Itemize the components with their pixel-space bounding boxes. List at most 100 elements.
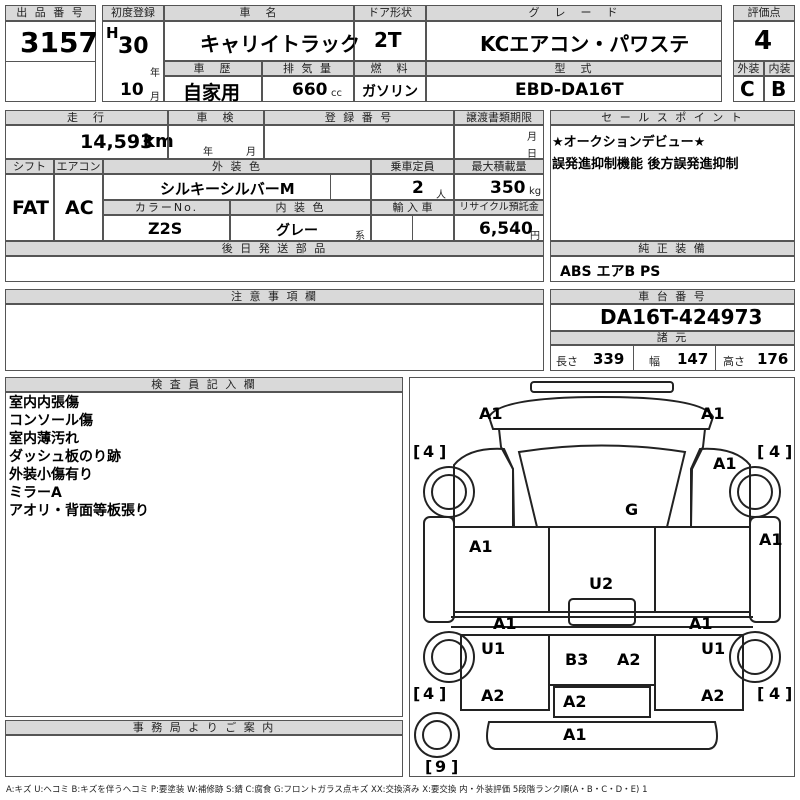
model-header: 型 式	[426, 61, 722, 76]
dims-header: 諸 元	[550, 331, 795, 345]
mark-tire-fl: 4	[423, 442, 434, 461]
color-no-cell	[103, 215, 230, 241]
mark-bed-right: U1	[701, 639, 725, 658]
mark-bed-a2: A2	[617, 650, 641, 669]
int-color-unit: 系	[355, 231, 365, 242]
tire-rear-left-inner	[431, 639, 467, 675]
ext-grade: C	[740, 77, 755, 101]
mileage-cell	[5, 125, 168, 159]
windshield	[517, 444, 687, 528]
carname: キャリイトラック	[200, 32, 360, 56]
spare-tire-inner	[422, 720, 452, 750]
mark-sill-left: A1	[493, 614, 517, 633]
roof-outline	[530, 381, 674, 393]
cab-outline	[498, 428, 706, 528]
bed-center	[548, 526, 656, 613]
fuel: ガソリン	[362, 84, 418, 100]
mark-center: U2	[589, 574, 613, 593]
import-cell-divider	[412, 215, 413, 241]
fuel-cell	[354, 76, 426, 102]
score-cell	[733, 21, 795, 61]
mark-tire-rl: 4	[423, 684, 434, 703]
int-color-cell	[230, 215, 371, 241]
bed-middle	[548, 634, 656, 686]
mark-side-right: A1	[759, 530, 783, 549]
inspection-year-unit: 年	[203, 147, 213, 158]
equipment-header: 純 正 装 備	[550, 241, 795, 256]
later-parts-header: 後 日 発 送 部 品	[5, 241, 544, 256]
tire-front-left-inner	[431, 474, 467, 510]
reg-no-header: 登 録 番 号	[264, 110, 454, 125]
side-right	[654, 526, 751, 613]
bracket-tire-fl-open: [	[413, 442, 420, 461]
reg-year: 30	[118, 34, 149, 59]
chassis-number: DA16T-424973	[600, 305, 763, 329]
ac-header: エアコン	[54, 159, 103, 174]
inspector-notes: 室内内張傷 コンソール傷 室内薄汚れ ダッシュ板のり跡 外装小傷有り ミラーA …	[9, 395, 149, 519]
fuel-header: 燃 料	[354, 61, 426, 76]
caution-cell	[5, 304, 544, 371]
mark-tire-rr: 4	[769, 684, 780, 703]
color: シルキーシルバーM	[160, 180, 295, 198]
dims-divider-1	[633, 345, 634, 371]
mileage-unit: km	[143, 131, 174, 152]
length-label: 長さ	[556, 355, 578, 368]
sales-line-2: 誤発進抑制機能 後方誤発進抑制	[552, 157, 739, 172]
mark-bed-left: U1	[481, 639, 505, 658]
truck-diagram: A1 A1 [ 4 ] [ 4 ] A1 G A1 A1 U2 A1 A1 U1…	[413, 381, 792, 776]
tire-rear-right-inner	[737, 639, 773, 675]
dims-cell	[550, 345, 795, 371]
sales-header: セ ー ル ス ポ イ ン ト	[550, 110, 795, 125]
mark-fender-right: A1	[713, 454, 737, 473]
displacement-header: 排 気 量	[262, 61, 354, 76]
recycle-header: リサイクル預託金	[454, 200, 544, 215]
bracket-tire-rr-open: [	[757, 684, 764, 703]
model-cell	[426, 76, 722, 102]
mark-glass: G	[625, 500, 638, 519]
first-reg-header: 初度登録	[102, 5, 164, 21]
capacity-cell	[371, 174, 454, 200]
lot-divider	[5, 61, 96, 62]
mark-tire-fr: 4	[769, 442, 780, 461]
door-header: ドア形状	[354, 5, 426, 21]
capacity-unit: 人	[436, 190, 446, 201]
later-parts-cell	[5, 256, 544, 282]
mileage: 14,593	[80, 131, 154, 153]
shift: FAT	[12, 197, 49, 219]
chassis-header: 車 台 番 号	[550, 289, 795, 304]
mark-front-left: A1	[479, 404, 503, 423]
grade-header: グ レ ー ド	[426, 5, 722, 21]
int-color-header: 内 装 色	[230, 200, 371, 215]
inspection-month-unit: 月	[246, 147, 256, 158]
ext-grade-cell	[733, 76, 764, 102]
displacement-cell	[262, 76, 354, 102]
ac-cell	[54, 174, 103, 241]
int-grade: B	[771, 77, 787, 101]
bed-center-window	[568, 598, 636, 626]
chassis-cell	[550, 304, 795, 331]
transfer-day-unit: 日	[527, 149, 537, 160]
displacement-unit: cc	[331, 88, 342, 99]
mark-bed-b3: B3	[565, 650, 588, 669]
lot-number: 3157	[20, 26, 98, 59]
lot-number-header: 出 品 番 号	[5, 5, 96, 21]
reg-year-unit: 年	[150, 68, 160, 79]
bracket-tire-fr-close: ]	[785, 442, 792, 461]
caution-header: 注 意 事 項 欄	[5, 289, 544, 304]
grade: KCエアコン・パワステ	[480, 32, 690, 56]
mileage-header: 走 行	[5, 110, 168, 125]
displacement: 660	[292, 80, 328, 100]
history: 自家用	[183, 82, 241, 104]
bracket-spare-open: [	[425, 757, 432, 776]
reg-month: 10	[120, 80, 144, 100]
equipment-cell	[550, 256, 795, 282]
spare-tire	[414, 712, 460, 758]
dims-divider-2	[715, 345, 716, 371]
tailgate	[553, 686, 651, 718]
mark-bumper: A1	[563, 725, 587, 744]
ac: AC	[65, 197, 94, 219]
recycle-cell	[454, 215, 544, 241]
mark-side-left: A1	[469, 537, 493, 556]
color-cell	[103, 174, 371, 200]
front-bumper	[487, 395, 715, 430]
